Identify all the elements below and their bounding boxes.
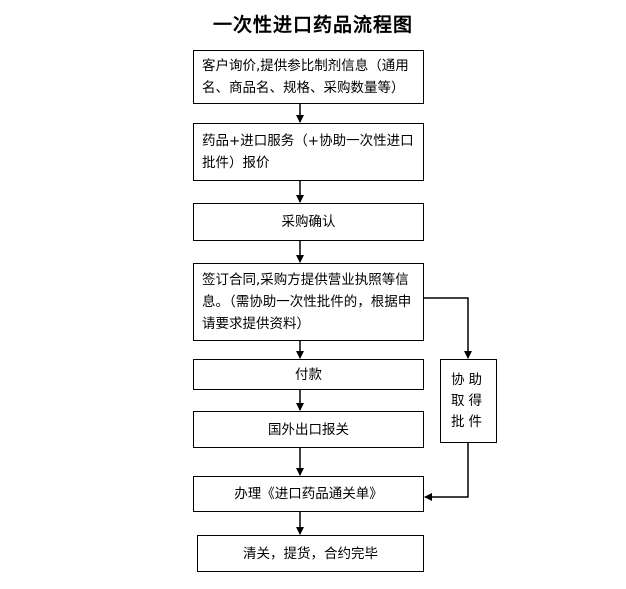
step-completion: 清关，提货，合约完毕 — [197, 535, 424, 572]
step-export-declaration-text: 国外出口报关 — [268, 421, 349, 438]
step-customs-clearance-form-text: 办理《进口药品通关单》 — [234, 486, 383, 502]
step-customs-clearance-form: 办理《进口药品通关单》 — [193, 476, 424, 512]
arrow-approval-to-clearance — [424, 443, 469, 501]
step-quotation-text: 药品+进口服务（+协助一次性进口批件）报价 — [202, 133, 414, 171]
step-inquiry: 客户询价,提供参比制剂信息（通用名、商品名、规格、采购数量等） — [193, 50, 424, 104]
step-export-declaration: 国外出口报关 — [193, 411, 424, 448]
step-completion-text: 清关，提货，合约完毕 — [243, 545, 378, 562]
step-obtain-approval: 协助取得批件 — [440, 359, 497, 443]
step-obtain-approval-text: 协助取得批件 — [451, 371, 486, 430]
step-sign-contract: 签订合同,采购方提供营业执照等信息。（需协助一次性批件的，根据申请要求提供资料） — [193, 263, 424, 341]
step-quotation: 药品+进口服务（+协助一次性进口批件）报价 — [193, 123, 424, 181]
step-payment: 付款 — [193, 359, 424, 390]
diagram-title: 一次性进口药品流程图 — [212, 14, 413, 36]
arrow-contract-to-approval — [424, 297, 472, 359]
step-inquiry-text: 客户询价,提供参比制剂信息（通用名、商品名、规格、采购数量等） — [202, 58, 409, 96]
step-payment-text: 付款 — [295, 366, 322, 383]
step-purchase-confirmation-text: 采购确认 — [281, 214, 336, 230]
step-purchase-confirmation: 采购确认 — [193, 203, 424, 241]
step-sign-contract-text: 签订合同,采购方提供营业执照等信息。（需协助一次性批件的，根据申请要求提供资料） — [202, 272, 412, 332]
